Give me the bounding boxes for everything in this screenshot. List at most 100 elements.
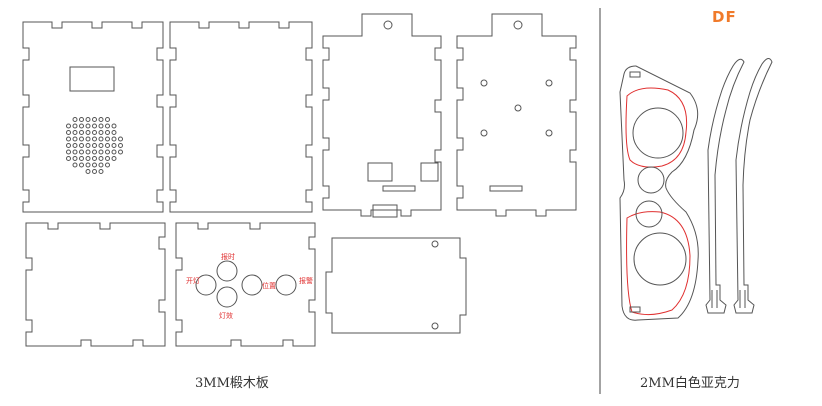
grille-hole xyxy=(85,162,91,168)
mount-hole xyxy=(480,129,488,137)
grille-hole xyxy=(79,136,84,142)
grille-hole xyxy=(105,162,110,168)
grille-hole xyxy=(105,149,110,155)
grille-hole xyxy=(85,136,91,142)
grille-hole xyxy=(66,143,71,148)
grille-hole xyxy=(85,117,91,122)
grille-hole xyxy=(98,130,104,135)
mount-hole xyxy=(545,129,553,137)
grille-hole xyxy=(79,156,84,161)
grille-hole xyxy=(66,136,71,142)
panel-control-buttons xyxy=(175,222,316,347)
tray-hole xyxy=(431,322,439,330)
slot-usb xyxy=(382,185,416,192)
cutout-right xyxy=(420,162,439,182)
grille-hole xyxy=(111,136,117,142)
grille-hole xyxy=(72,123,78,129)
grille-hole xyxy=(92,130,97,135)
hanger-hole xyxy=(383,20,393,30)
tray-hole xyxy=(431,240,439,248)
mount-hole xyxy=(480,79,488,87)
grille-hole xyxy=(111,123,117,129)
grille-hole xyxy=(98,169,104,174)
button-hole-center xyxy=(241,274,263,296)
grille-hole xyxy=(72,143,78,148)
hanger-hole xyxy=(513,20,523,30)
grille-hole xyxy=(79,130,84,135)
label-light-on: 开灯 xyxy=(186,276,200,285)
temple-arm-right xyxy=(733,58,773,314)
grille-hole xyxy=(92,149,97,155)
grille-hole xyxy=(72,162,78,168)
grille-hole xyxy=(66,156,71,161)
grille-hole xyxy=(105,123,110,129)
label-alarm: 报警 xyxy=(299,276,313,285)
grille-hole xyxy=(92,169,97,174)
grille-hole xyxy=(98,156,104,161)
grille-hole xyxy=(98,123,104,129)
grille-hole xyxy=(66,130,71,135)
grille-hole xyxy=(85,156,91,161)
grille-hole xyxy=(85,143,91,148)
grille-hole xyxy=(92,136,97,142)
mount-hole xyxy=(545,79,553,87)
material-label-wood: 3MM椴木板 xyxy=(195,376,269,391)
label-report-time: 报时 xyxy=(221,252,235,261)
grille-hole xyxy=(85,130,91,135)
speaker-grille xyxy=(66,117,123,174)
grille-hole xyxy=(98,143,104,148)
grille-hole xyxy=(98,117,104,122)
grille-hole xyxy=(72,149,78,155)
grille-hole xyxy=(72,136,78,142)
grille-hole xyxy=(111,156,117,161)
cutout-bottom xyxy=(372,204,398,218)
grille-hole xyxy=(79,117,84,122)
grille-hole xyxy=(79,162,84,168)
button-hole-bottom xyxy=(216,286,238,308)
grille-hole xyxy=(105,117,110,122)
grille-hole xyxy=(66,123,71,129)
grille-hole xyxy=(105,136,110,142)
grille-hole xyxy=(98,136,104,142)
panel-tray xyxy=(325,237,467,334)
grille-hole xyxy=(85,169,91,174)
grille-hole xyxy=(92,156,97,161)
label-light-effect: 灯效 xyxy=(219,311,233,320)
grille-hole xyxy=(85,123,91,129)
panel-back-holes xyxy=(456,13,577,217)
grille-hole xyxy=(98,162,104,168)
grille-hole xyxy=(85,149,91,155)
button-hole-left xyxy=(195,274,217,296)
display-window xyxy=(69,66,115,92)
grille-hole xyxy=(72,117,78,122)
grille-hole xyxy=(79,149,84,155)
temple-slit xyxy=(739,290,746,308)
grille-hole xyxy=(92,143,97,148)
brand-logo: DF xyxy=(712,8,737,26)
grille-hole xyxy=(79,123,84,129)
mount-hole xyxy=(514,104,522,112)
grille-hole xyxy=(72,130,78,135)
grille-hole xyxy=(79,143,84,148)
panel-side-plain xyxy=(169,21,313,213)
panel-back-hanger xyxy=(322,13,442,217)
grille-hole xyxy=(105,143,110,148)
slot-usb xyxy=(489,185,523,192)
temple-slit xyxy=(711,290,718,308)
grille-hole xyxy=(98,149,104,155)
grille-hole xyxy=(105,130,110,135)
temple-arm-left xyxy=(705,58,745,314)
grille-hole xyxy=(105,156,110,161)
cutout-left xyxy=(367,162,393,182)
grille-hole xyxy=(111,143,117,148)
grille-hole xyxy=(111,130,117,135)
grille-hole xyxy=(66,149,71,155)
grille-hole xyxy=(118,143,123,148)
button-hole-top xyxy=(216,260,238,282)
grille-hole xyxy=(92,117,97,122)
grille-hole xyxy=(72,156,78,161)
grille-hole xyxy=(111,149,117,155)
grille-hole xyxy=(118,136,123,142)
